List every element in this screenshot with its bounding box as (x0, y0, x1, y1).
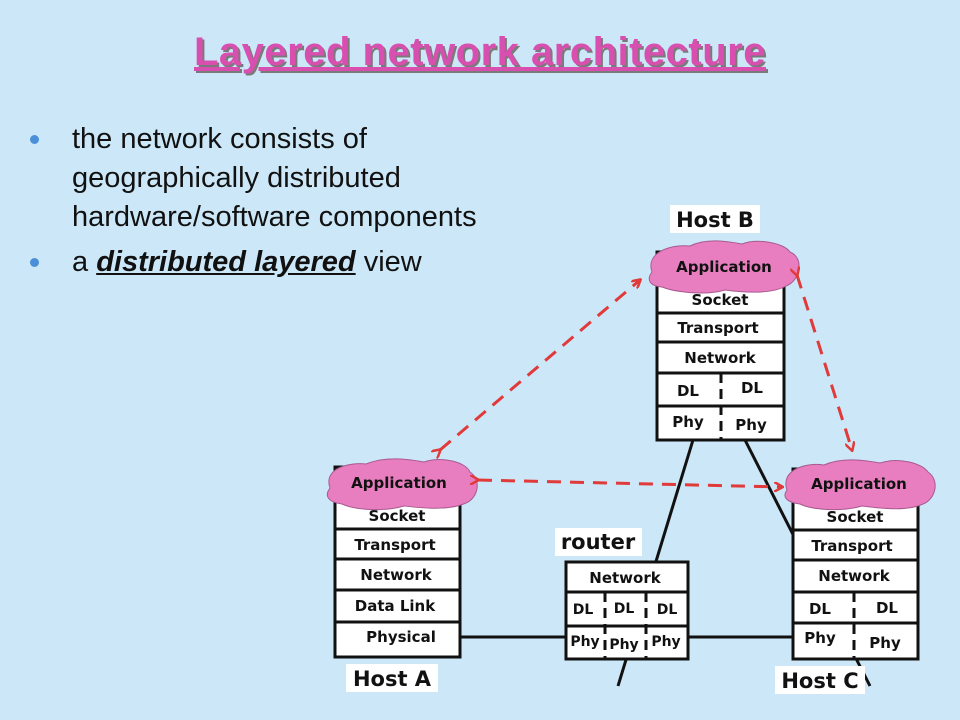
host-c-phy-left-label: Phy (804, 629, 836, 647)
host-b-network-label: Network (684, 349, 756, 367)
router-name: router (561, 530, 636, 554)
host-c-dl-left-label: DL (809, 600, 831, 618)
host-b-dl-right-label: DL (741, 379, 763, 397)
router-phy-3-label: Phy (651, 634, 680, 650)
host-c-socket-label: Socket (827, 508, 884, 526)
arrow-hostb-hostc (797, 275, 852, 450)
host-a-datalink-label: Data Link (355, 597, 436, 615)
host-a-socket-label: Socket (369, 507, 426, 525)
host-b-phy-left-label: Phy (672, 413, 704, 431)
host-b-application-label: Application (676, 258, 772, 276)
bullet-dot-icon (30, 135, 39, 144)
router-phy-2-label: Phy (609, 637, 638, 653)
arrow-hosta-hostc (478, 480, 782, 487)
host-c-dl-right-label: DL (876, 599, 898, 617)
host-b-transport-label: Transport (677, 319, 758, 337)
host-c-application-cloud (784, 459, 936, 511)
host-c-name: Host C (781, 669, 858, 693)
host-a-stack: Socket Transport Network Data Link Physi… (326, 458, 478, 692)
bullet-dot-icon (30, 258, 39, 267)
bullet-item: a distributed layered view (30, 243, 500, 282)
router-phy-1-label: Phy (570, 634, 599, 650)
host-a-network-label: Network (360, 566, 432, 584)
host-a-physical-label: Physical (366, 628, 436, 646)
arrow-hosta-hostb (440, 280, 640, 450)
host-a-name: Host A (353, 667, 432, 691)
host-b-name-box (670, 205, 760, 233)
bullet-text-prefix: a (72, 246, 97, 278)
host-c-stack: Socket Transport Network DL DL Phy Phy A… (775, 459, 936, 694)
host-c-network-label: Network (818, 567, 890, 585)
host-c-phy-right-label: Phy (869, 634, 901, 652)
host-b-socket-label: Socket (692, 291, 749, 309)
bullet-list: the network consists of geographically d… (30, 120, 500, 288)
slide-title: Layered network architecture (194, 30, 766, 74)
host-b-phy-right-label: Phy (735, 416, 767, 434)
bullet-text-suffix: view (355, 246, 422, 278)
router-dl-2-label: DL (614, 601, 635, 617)
host-c-transport-label: Transport (811, 537, 892, 555)
host-b-name: Host B (676, 208, 754, 232)
host-a-name-box (346, 664, 438, 692)
router-network-label: Network (589, 569, 661, 587)
host-a-transport-label: Transport (354, 536, 435, 554)
host-b-stack: Socket Transport Network DL DL Phy Phy A… (648, 205, 800, 442)
bullet-emphasis: distributed layered (96, 246, 356, 278)
logical-communication-arrows (440, 275, 852, 487)
host-c-name-box (775, 666, 865, 694)
router-name-box (555, 528, 642, 556)
host-a-application-label: Application (351, 474, 447, 492)
host-b-dl-left-label: DL (677, 382, 699, 400)
bullet-text: the network consists of geographically d… (72, 123, 477, 233)
bullet-item: the network consists of geographically d… (30, 120, 500, 237)
router-stack: Network DL DL DL Phy Phy Phy router (555, 528, 690, 661)
router-dl-3-label: DL (657, 602, 678, 618)
router-dl-1-label: DL (573, 602, 594, 618)
host-c-application-label: Application (811, 475, 907, 493)
